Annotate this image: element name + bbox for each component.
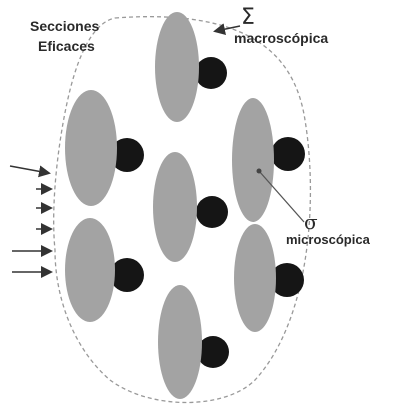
target-particle [65, 90, 144, 206]
nucleus [196, 196, 228, 228]
target-particle [65, 218, 144, 322]
cross-section-ellipse [158, 285, 202, 399]
nucleus [110, 258, 144, 292]
micro-pointer-dot [257, 169, 262, 174]
incident-arrow [10, 166, 48, 173]
macro-label: macroscópica [234, 30, 328, 46]
cross-section-ellipse [234, 224, 276, 332]
target-particle [232, 98, 305, 222]
incident-arrows [10, 166, 50, 272]
cross-section-ellipse [155, 12, 199, 122]
title-line-1: Secciones [30, 18, 99, 34]
title-line-2: Eficaces [38, 38, 95, 54]
target-particle [155, 12, 227, 122]
cross-section-ellipse [232, 98, 274, 222]
micro-label: microscópica [286, 232, 370, 247]
micro-symbol: σ [304, 210, 318, 234]
cross-section-ellipse [153, 152, 197, 262]
target-particle [153, 152, 228, 262]
nucleus [195, 57, 227, 89]
target-particle [158, 285, 229, 399]
cross-section-ellipse [65, 218, 115, 322]
cross-section-ellipse [65, 90, 117, 206]
nucleus [271, 137, 305, 171]
macro-symbol: Σ [241, 5, 255, 30]
